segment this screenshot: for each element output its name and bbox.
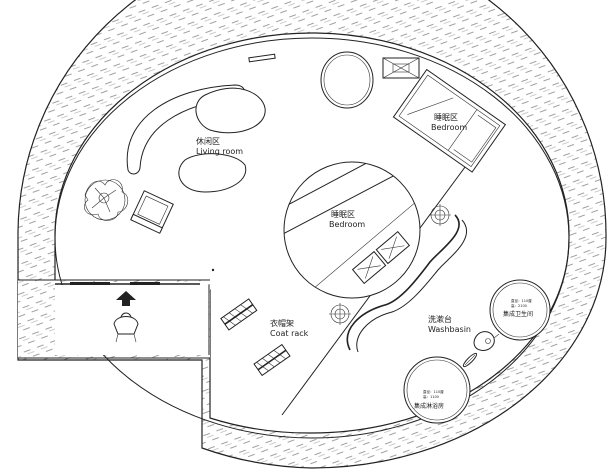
living-room-en: Living room <box>196 147 243 156</box>
shower-head-icon <box>462 352 478 368</box>
toilet-note-2: 高：2100 <box>511 303 527 308</box>
coat-rack-2 <box>253 343 291 377</box>
coat-rack-1 <box>220 298 258 331</box>
washbasin-zh: 洗漱台 <box>428 314 452 324</box>
marker-dot <box>211 268 215 272</box>
entrance-arrow-icon <box>116 291 136 306</box>
washbasin-en: Washbasin <box>428 325 471 334</box>
shower-note-1: 直径：110厘 <box>423 389 444 394</box>
ceiling-light-1 <box>429 204 451 226</box>
shower-zh: 集成淋浴房 <box>414 402 444 410</box>
toilet-icon <box>473 331 500 351</box>
coffee-table-2 <box>178 153 247 193</box>
label-toilet: 直径：110厘 高：2100 集成卫生间 <box>503 298 533 318</box>
bedroom-center-zh: 睡眠区 <box>331 210 355 219</box>
bedroom-top-en: Bedroom <box>431 123 467 132</box>
person-figure-icon <box>113 312 139 343</box>
label-washbasin: 洗漱台 Washbasin <box>428 314 471 334</box>
armchair <box>130 190 174 234</box>
bedroom-center-en: Bedroom <box>329 220 365 229</box>
round-table <box>320 51 374 109</box>
bed-pillows <box>351 230 411 285</box>
coat-rack-en: Coat rack <box>270 329 309 338</box>
bedroom-top-zh: 睡眠区 <box>434 113 458 122</box>
toilet-zh: 集成卫生间 <box>503 310 533 318</box>
label-bedroom-top: 睡眠区 Bedroom <box>431 113 467 132</box>
shower-pod <box>403 356 471 424</box>
label-coat-rack: 衣帽架 Coat rack <box>270 318 309 338</box>
toilet-note-1: 直径：110厘 <box>511 298 532 303</box>
label-bedroom-center: 睡眠区 Bedroom <box>329 210 365 229</box>
ceiling-light-2 <box>329 303 351 325</box>
side-cabinet <box>382 57 420 79</box>
coffee-table-1 <box>195 87 266 134</box>
bed-top <box>392 68 507 173</box>
potted-plant-icon <box>84 179 129 221</box>
coat-rack-zh: 衣帽架 <box>270 318 294 328</box>
label-living-room: 休闲区 Living room <box>196 136 243 156</box>
label-shower: 直径：110厘 高：1100 集成淋浴房 <box>414 389 444 410</box>
toilet-pod <box>489 279 551 341</box>
wall-shelf <box>248 53 276 63</box>
central-bed-platform <box>283 161 421 299</box>
wavy-divider <box>346 214 468 353</box>
living-room-zh: 休闲区 <box>196 136 220 146</box>
shower-note-2: 高：1100 <box>423 394 439 399</box>
